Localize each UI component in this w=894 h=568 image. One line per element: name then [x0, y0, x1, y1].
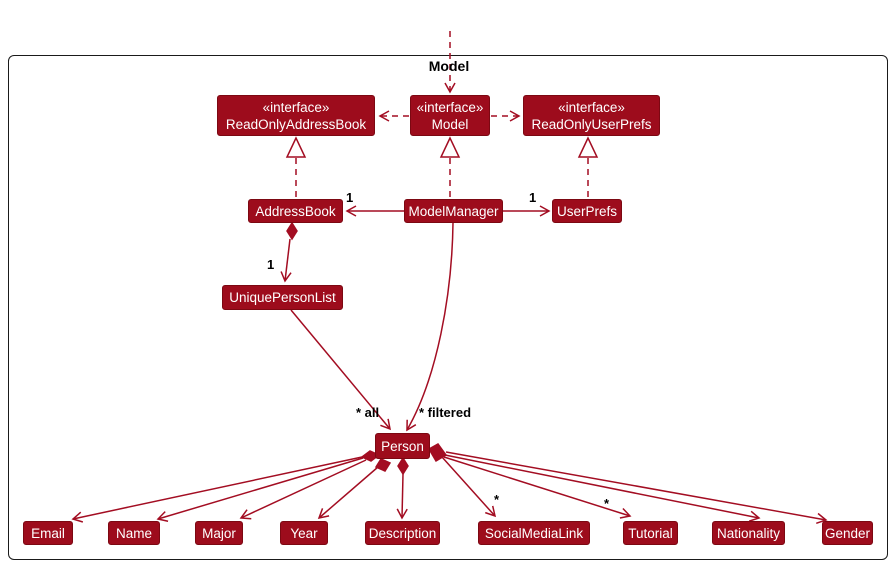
- edge-person-year: [317, 466, 379, 520]
- class-name: Model: [431, 116, 469, 132]
- multiplicity-person-tutorial: *: [604, 496, 610, 511]
- realization-triangle-model: [439, 136, 461, 158]
- external-model-label: Model: [428, 58, 470, 74]
- multiplicity-person-socialmedialink: *: [494, 492, 500, 507]
- class-year: Year: [280, 521, 328, 545]
- class-socialmedialink: SocialMediaLink: [478, 521, 590, 545]
- stereotype-label: «interface»: [416, 99, 484, 115]
- class-major: Major: [195, 521, 243, 545]
- class-email: Email: [23, 521, 73, 545]
- edge-person-socialmedialink: [441, 456, 497, 518]
- edge-person-email: [71, 456, 363, 523]
- multiplicity-addressbook-uniquepersonlist: 1: [267, 257, 275, 272]
- class-name: ReadOnlyAddressBook: [225, 116, 367, 132]
- multiplicity-modelmanager-addressbook: 1: [346, 190, 354, 205]
- edge-person-description: [396, 473, 408, 520]
- edge-person-tutorial: [443, 456, 632, 519]
- realization-triangle-readonlyuserprefs: [577, 136, 599, 158]
- realization-triangle-readonlyaddressbook: [285, 136, 307, 158]
- class-addressbook: AddressBook: [248, 199, 343, 223]
- multiplicity-uniquepersonlist-person: * all: [356, 405, 380, 420]
- interface-model: «interface» Model: [410, 95, 490, 136]
- multiplicity-modelmanager-person: * filtered: [419, 405, 472, 420]
- model-package-frame: [8, 55, 888, 560]
- interface-readonly-userprefs: «interface» ReadOnlyUserPrefs: [523, 95, 660, 136]
- class-name: ReadOnlyUserPrefs: [531, 116, 652, 132]
- class-gender: Gender: [822, 521, 873, 545]
- class-name-attr: Name: [108, 521, 160, 545]
- composition-diamond-addressbook: [286, 221, 298, 241]
- edge-addressbook-uniquepersonlist: [280, 238, 292, 283]
- class-nationality: Nationality: [712, 521, 785, 545]
- stereotype-label: «interface»: [558, 99, 625, 115]
- class-description: Description: [365, 521, 440, 545]
- class-modelmanager: ModelManager: [404, 199, 503, 223]
- interface-readonly-addressbook: «interface» ReadOnlyAddressBook: [217, 95, 375, 136]
- class-person: Person: [375, 433, 430, 459]
- edge-person-nationality: [444, 454, 761, 522]
- edge-person-name: [156, 457, 364, 522]
- edge-person-major: [239, 459, 367, 520]
- class-tutorial: Tutorial: [623, 521, 678, 545]
- multiplicity-modelmanager-userprefs: 1: [529, 190, 537, 205]
- edge-uniquepersonlist-person: [290, 309, 391, 431]
- edge-modelmanager-person: [406, 222, 454, 432]
- edge-person-gender: [445, 451, 828, 525]
- class-userprefs: UserPrefs: [552, 199, 622, 223]
- stereotype-label: «interface»: [262, 99, 330, 115]
- composition-diamond-person-bottom: [397, 456, 409, 476]
- class-uniquepersonlist: UniquePersonList: [222, 285, 343, 310]
- composition-diamond-person-bottomleft: [374, 458, 392, 472]
